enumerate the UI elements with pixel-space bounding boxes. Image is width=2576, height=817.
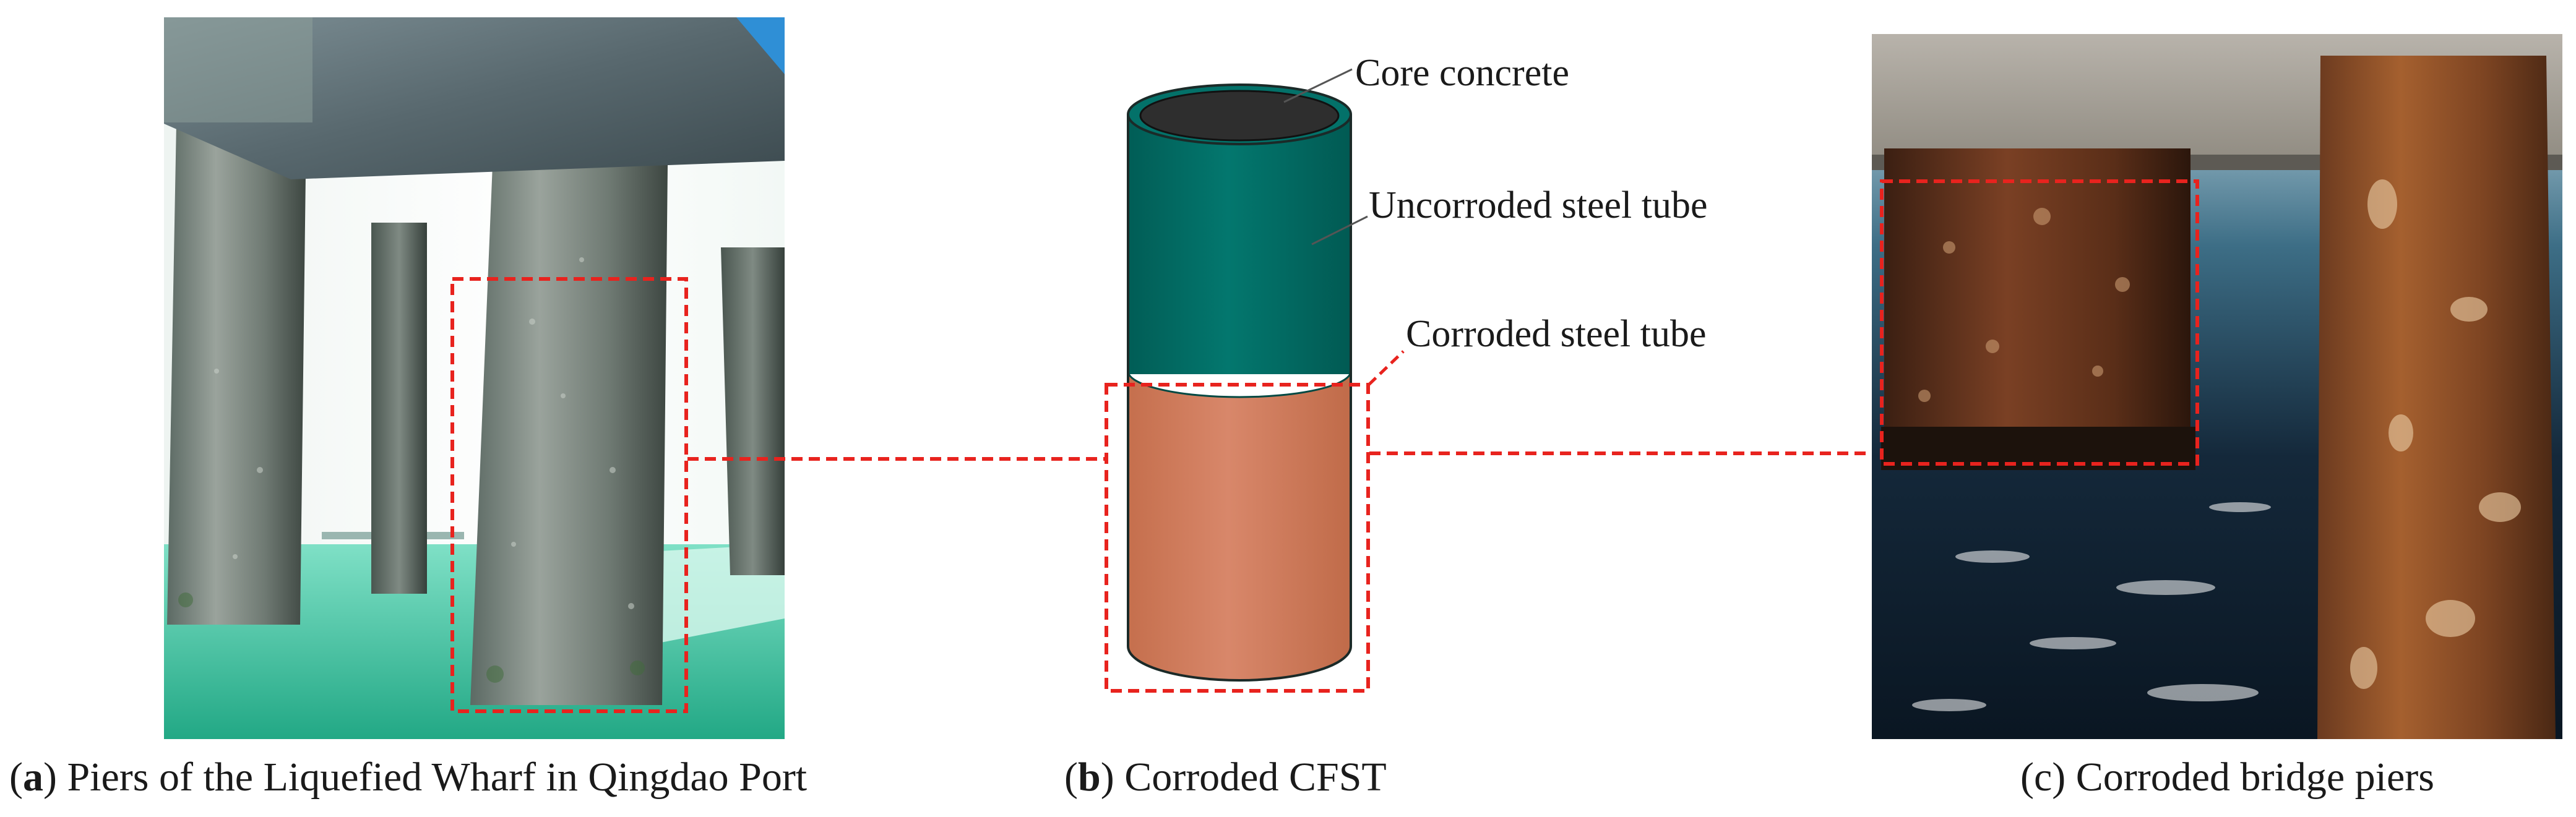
uncorroded-tube	[1128, 114, 1351, 374]
highlight-box-cfst	[1105, 383, 1370, 693]
highlight-box-wharf	[450, 277, 688, 713]
corroded-tube	[1128, 371, 1351, 680]
label-core-concrete: Core concrete	[1355, 52, 1569, 94]
leader-corroded	[1368, 350, 1405, 386]
cfst-schematic	[1127, 83, 1352, 682]
highlight-box-bridge	[1880, 179, 2199, 466]
label-corroded-steel-tube: Corroded steel tube	[1406, 313, 1707, 355]
photo-wharf-piers	[164, 17, 785, 739]
leader-uncorroded	[1311, 215, 1368, 246]
core-concrete	[1139, 90, 1340, 142]
leader-core	[1283, 68, 1353, 103]
caption-panel-a: (a) Piers of the Liquefied Wharf in Qing…	[9, 755, 808, 800]
photo-corroded-bridge-piers	[1872, 34, 2562, 739]
caption-panel-c: (c) Corroded bridge piers	[2020, 755, 2434, 800]
caption-panel-b: (b) Corroded CFST	[1064, 755, 1387, 800]
label-uncorroded-steel-tube: Uncorroded steel tube	[1369, 184, 1708, 226]
